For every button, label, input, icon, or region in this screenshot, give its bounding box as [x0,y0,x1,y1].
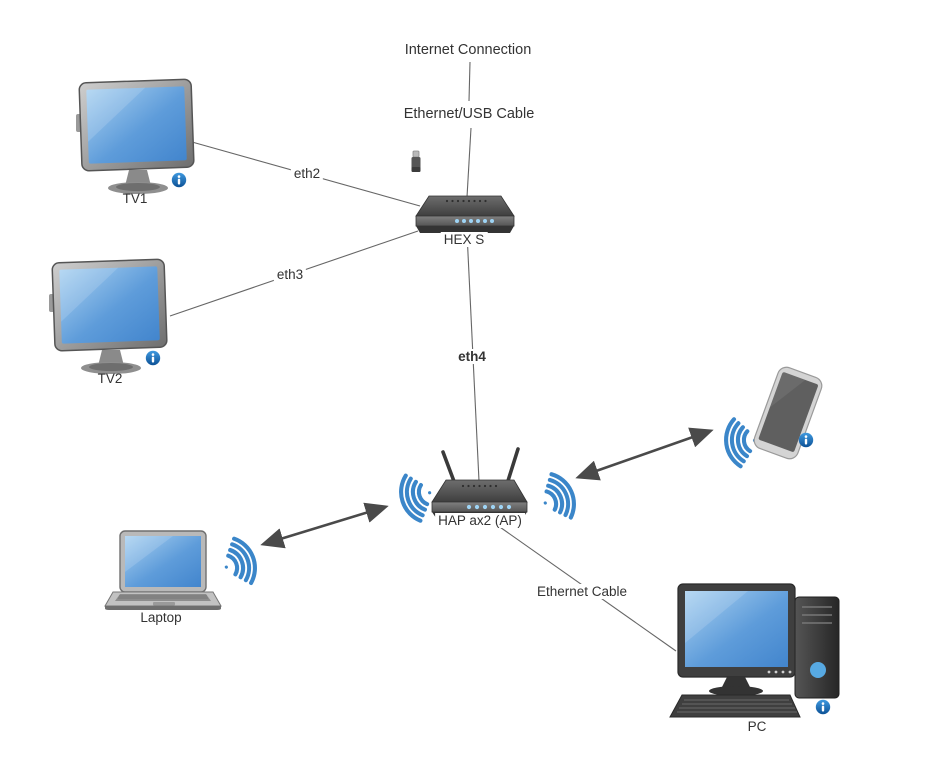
node-tv2[interactable] [48,258,173,380]
node-tv1[interactable] [75,78,200,200]
tv1-label: TV1 [122,191,148,206]
eth4-label: eth4 [455,349,489,364]
desktop-computer-icon [669,583,840,718]
pc-label: PC [747,719,767,734]
info-icon[interactable] [815,699,831,715]
internet-connection-label: Internet Connection [404,42,532,58]
smartphone-icon [753,366,823,460]
router-icon [415,195,515,233]
line-label-to-hexs [466,127,472,198]
eth2-label: eth2 [290,166,324,181]
wifi-icon-laptop [216,535,261,590]
usb-dongle-icon[interactable] [409,150,423,176]
arrow-hap-phone [575,427,714,481]
hex-s-label: HEX S [440,232,488,247]
node-hap-ax2[interactable] [427,442,533,522]
hap-ax2-label: HAP ax2 (AP) [435,513,525,528]
info-icon[interactable] [145,350,161,366]
eth3-label: eth3 [273,267,307,282]
node-pc[interactable] [666,583,846,723]
antenna [441,447,520,486]
ethernet-usb-cable-label: Ethernet/USB Cable [400,106,538,122]
ethernet-cable-label: Ethernet Cable [533,584,631,599]
node-phone[interactable] [748,366,828,461]
wired-connections [169,61,677,652]
node-laptop[interactable] [103,528,223,613]
arrow-hap-laptop [260,502,389,549]
node-hex-s[interactable] [413,190,517,238]
info-icon[interactable] [798,432,814,448]
laptop-icon [104,530,222,610]
line-internet-to-label [468,61,471,102]
tv-icon [76,78,195,194]
laptop-label: Laptop [140,610,182,625]
tv2-label: TV2 [97,371,123,386]
tv-icon [49,258,168,374]
info-icon[interactable] [171,172,187,188]
wifi-icon-hap-right [534,470,581,526]
wireless-router-icon [431,447,528,518]
